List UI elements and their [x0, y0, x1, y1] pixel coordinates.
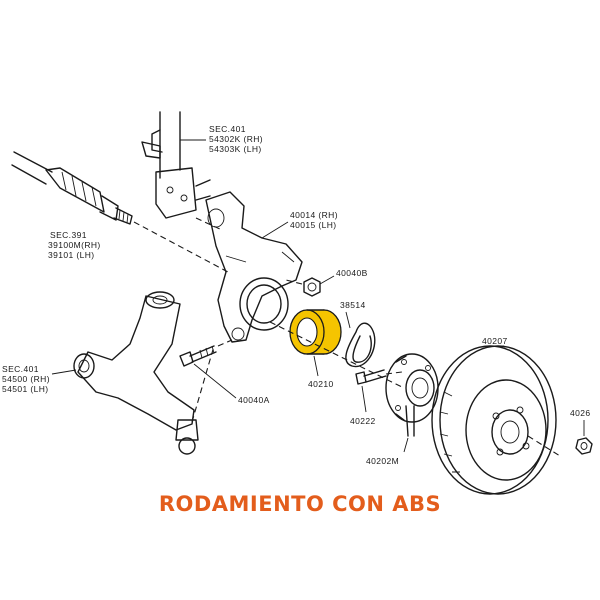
lower-control-arm — [73, 291, 199, 455]
label-nut-right: 4026 — [570, 408, 591, 418]
label-40222: 40222 — [350, 416, 376, 426]
sec401-left-leader — [51, 369, 77, 375]
nut-axis-line — [285, 279, 303, 285]
label-sec401-left: SEC.401 54500 (RH) 54501 (LH) — [2, 364, 53, 394]
bearing-leader — [313, 355, 319, 377]
wheel-bearing-40210 — [289, 309, 342, 355]
label-38514: 38514 — [340, 300, 366, 310]
label-40210: 40210 — [308, 379, 334, 389]
bolt-40222 — [355, 369, 387, 385]
knuckle-leader — [261, 221, 289, 239]
bolt-axis-line — [217, 339, 233, 347]
label-sec391: SEC.391 39100M(RH) 39101 (LH) — [48, 230, 103, 260]
nut-40040b-leader — [319, 275, 335, 285]
wheel-nut — [575, 437, 593, 455]
shaft-axis-line — [133, 221, 229, 273]
snap-ring-leader — [345, 311, 351, 329]
bolt-40040a-leader — [193, 363, 237, 399]
wheel-hub-40202m — [385, 353, 439, 437]
label-40207: 40207 — [482, 336, 508, 346]
label-40202m: 40202M — [366, 456, 399, 466]
snap-ring-38514 — [345, 322, 376, 368]
strut-assembly — [141, 111, 211, 219]
label-sec401-top: SEC.401 54302K (RH) 54303K (LH) — [209, 124, 266, 154]
label-40040b: 40040B — [336, 268, 368, 278]
brake-disc-40207 — [431, 345, 557, 495]
bolt-40222-leader — [361, 385, 367, 413]
bolt-40040a — [179, 345, 217, 367]
nut-40040b — [303, 277, 321, 297]
disc-axis-line — [527, 435, 561, 457]
drive-shaft — [11, 151, 133, 225]
strut-axis-line — [195, 217, 223, 231]
arm-link-line — [191, 345, 215, 423]
diagram-caption: RODAMIENTO CON ABS — [158, 492, 442, 516]
steering-knuckle — [205, 191, 303, 343]
label-knuckle: 40014 (RH) 40015 (LH) — [290, 210, 341, 230]
hub-leader — [403, 437, 409, 453]
label-40040a: 40040A — [238, 395, 270, 405]
